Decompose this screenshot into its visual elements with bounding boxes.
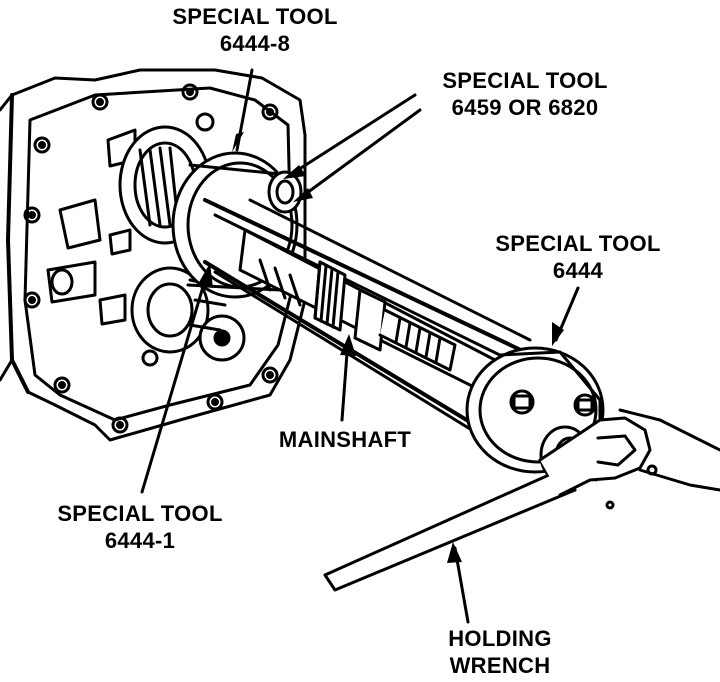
label-mainshaft: MAINSHAFT: [255, 426, 435, 453]
mainshaft-body: [238, 228, 497, 397]
label-line1: SPECIAL TOOL: [172, 4, 338, 29]
label-line2: 6459 OR 6820: [451, 95, 599, 120]
label-special-tool-6444-8: SPECIAL TOOL 6444-8: [160, 3, 350, 57]
holding-wrench: [323, 408, 720, 592]
label-line2: 6444: [552, 258, 604, 283]
label-line1: SPECIAL TOOL: [495, 231, 661, 256]
label-line1: MAINSHAFT: [278, 427, 412, 452]
label-special-tool-6444: SPECIAL TOOL 6444: [478, 230, 678, 284]
leader-lines: [140, 68, 580, 624]
label-line1: SPECIAL TOOL: [442, 68, 608, 93]
label-line1: SPECIAL TOOL: [57, 501, 223, 526]
arrowheads: [198, 132, 564, 563]
label-special-tool-6459-or-6820: SPECIAL TOOL 6459 OR 6820: [415, 67, 635, 121]
label-special-tool-6444-1: SPECIAL TOOL 6444-1: [40, 500, 240, 554]
label-holding-wrench: HOLDING WRENCH: [420, 625, 580, 679]
label-line1: HOLDING: [448, 626, 552, 651]
label-line2: WRENCH: [449, 653, 551, 678]
label-line2: 6444-1: [104, 528, 176, 553]
label-line2: 6444-8: [219, 31, 291, 56]
